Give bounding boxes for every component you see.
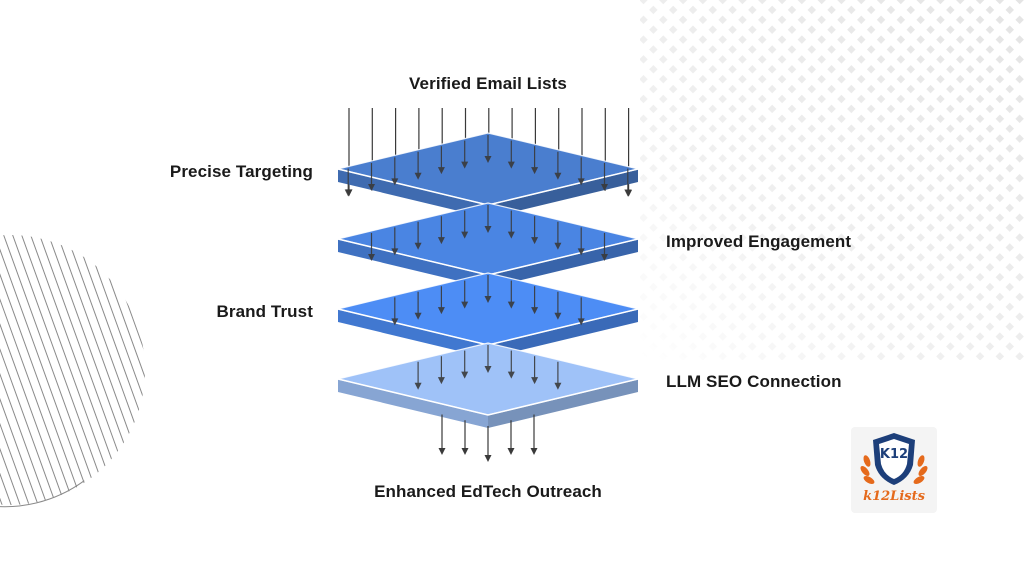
arrow-icon <box>437 216 445 245</box>
arrow-icon <box>507 140 515 169</box>
arrow-icon <box>461 350 469 379</box>
arrow-icon <box>624 168 632 197</box>
arrow-icon <box>554 151 562 180</box>
arrow-icon <box>601 162 608 191</box>
logo-wordmark: k12Lists <box>863 489 925 504</box>
arrow-icon <box>577 297 585 326</box>
layer-plate <box>337 132 639 218</box>
diagram-output-label: Enhanced EdTech Outreach <box>374 482 602 501</box>
outgoing-arrows <box>438 414 538 462</box>
arrow-icon <box>530 414 538 455</box>
arrow-icon <box>461 210 469 239</box>
arrow-icon <box>437 356 445 385</box>
arrow-icon <box>368 232 375 261</box>
layer-label-precise-targeting: Precise Targeting <box>169 162 313 181</box>
arrow-icon <box>507 420 515 455</box>
arrow-icon <box>437 286 445 315</box>
layer-plate <box>337 342 639 428</box>
laurel-icon <box>860 455 928 484</box>
arrow-icon <box>531 286 539 315</box>
arrow-icon <box>414 151 422 180</box>
arrow-icon <box>484 426 492 462</box>
layer-label-improved-engagement: Improved Engagement <box>666 232 852 251</box>
arrow-icon <box>414 291 422 320</box>
layer-label-brand-trust: Brand Trust <box>216 302 313 321</box>
arrow-icon <box>484 275 492 303</box>
arrow-icon <box>531 216 539 245</box>
arrow-icon <box>577 227 585 256</box>
arrow-icon <box>461 420 469 455</box>
layer-plate <box>337 272 639 358</box>
layer-stack <box>337 132 639 462</box>
arrow-icon <box>391 227 399 256</box>
arrow-icon <box>507 350 515 379</box>
layer-label-llm-seo-connection: LLM SEO Connection <box>666 372 842 391</box>
arrow-icon <box>484 205 492 233</box>
arrow-icon <box>391 157 399 186</box>
arrow-icon <box>461 140 469 169</box>
logo-badge-text: K12 <box>879 447 909 462</box>
arrow-icon <box>414 361 422 390</box>
arrow-icon <box>391 297 399 326</box>
arrow-icon <box>368 162 375 191</box>
arrow-icon <box>601 232 608 261</box>
diagram-title: Verified Email Lists <box>409 74 567 93</box>
arrow-icon <box>554 221 562 250</box>
k12lists-logo: K12 k12Lists <box>851 427 937 513</box>
arrow-icon <box>531 146 539 175</box>
striped-circle-decoration <box>0 235 145 508</box>
arrow-icon <box>507 210 515 239</box>
arrow-icon <box>577 157 585 186</box>
shield-icon <box>860 433 928 485</box>
arrow-icon <box>438 414 446 455</box>
arrow-icon <box>531 356 539 385</box>
arrow-icon <box>484 345 492 373</box>
arrow-icon <box>414 221 422 250</box>
dotted-background-pattern <box>640 0 1024 360</box>
layer-plate <box>337 202 639 288</box>
arrow-icon <box>484 135 492 163</box>
arrow-icon <box>554 361 562 390</box>
arrow-icon <box>507 280 515 309</box>
arrow-icon <box>461 280 469 309</box>
arrow-icon <box>344 168 352 197</box>
arrow-icon <box>554 291 562 320</box>
arrow-icon <box>437 146 445 175</box>
